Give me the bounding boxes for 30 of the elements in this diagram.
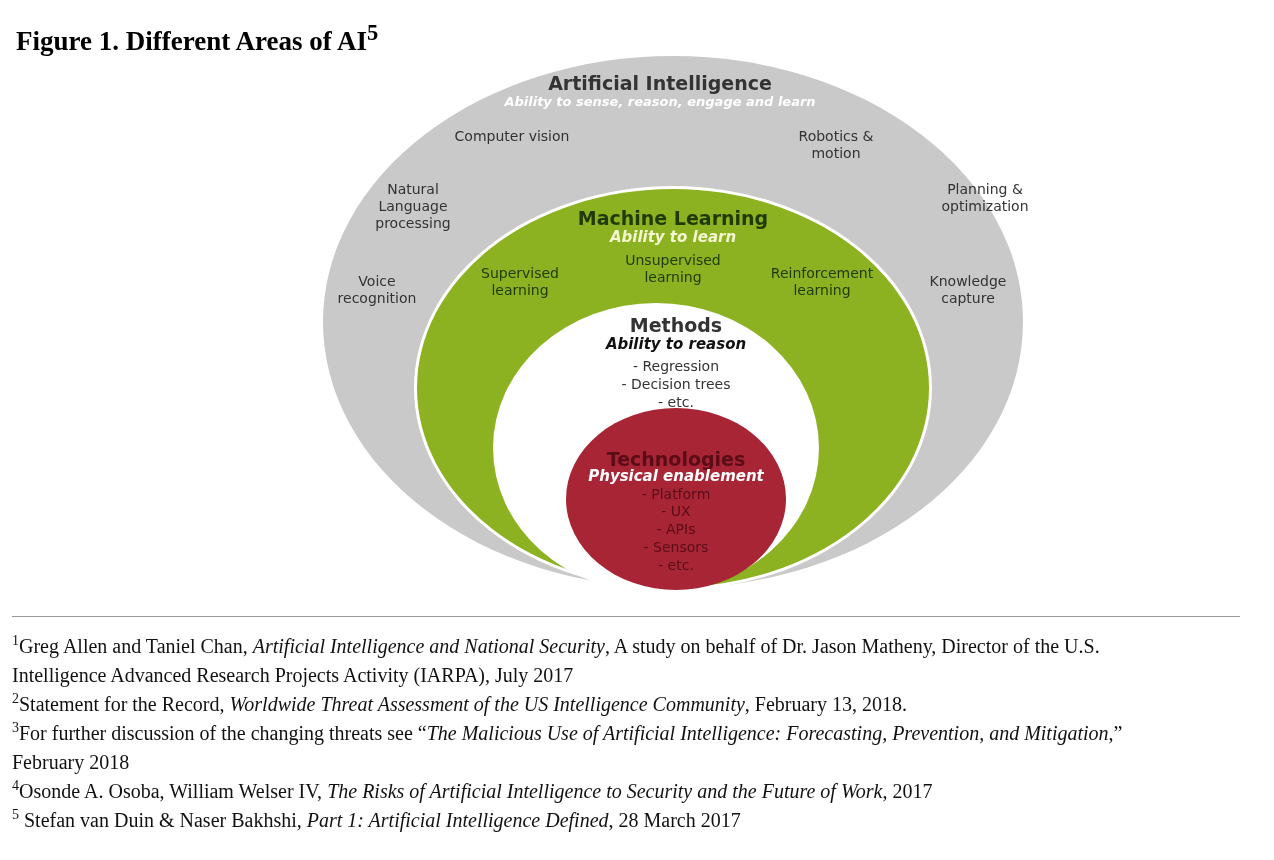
area-title: Methods [628, 314, 724, 336]
area-label: - UX [660, 503, 692, 520]
area-label: Reinforcement learning [769, 265, 875, 299]
footnote: $^{2}$Statement for the Record, Worldwide Threat Assessment of the US Intelligence Community, February 13, 2018. [12, 690, 909, 718]
footnote: $^{1}$Greg Allen and Taniel Chan, Artificial Intelligence and National Security, A study on behalf of Dr. Jason Matheny, Director of the U.S. Intelligence Advanced Research Projects Activity (IARPA), July 2017 [12, 632, 1101, 689]
area-label: Robotics & motion [797, 128, 875, 162]
area-title: Technologies [606, 448, 746, 470]
area-label: Voice recognition [336, 273, 418, 307]
area-label: Planning & optimization [940, 181, 1030, 215]
footnote: $^{5}$ Stefan van Duin & Naser Bakhshi, Part 1: Artificial Intelligence Defined, 28 March 2017 [12, 806, 742, 834]
area-subtitle: Ability to learn [608, 229, 737, 246]
footnote: $^{3}$For further discussion of the changing threats see “The Malicious Use of Artificial Intelligence: Forecasting, Prevention, and Mitigation,” February 2018 [12, 719, 1124, 776]
area-label: - etc. [657, 394, 695, 411]
area-subtitle: Ability to reason [604, 336, 748, 353]
area-subtitle: Physical enablement [587, 468, 765, 485]
area-label: - Decision trees [620, 376, 732, 393]
area-label: - Regression [631, 358, 721, 375]
area-label: Knowledge capture [928, 273, 1008, 307]
area-label: - APIs [655, 521, 697, 538]
area-label: Supervised learning [480, 265, 560, 299]
area-label: Natural Language processing [374, 181, 452, 232]
area-label: - etc. [657, 557, 695, 574]
area-label: - Sensors [642, 539, 710, 556]
area-label: Unsupervised learning [624, 252, 722, 286]
footnote: $^{4}$Osonde A. Osoba, William Welser IV, The Risks of Artificial Intelligence to Security and the Future of Work, 2017 [12, 777, 934, 805]
figure-title: Figure 1. Different Areas of AI$^{5}$ [16, 20, 379, 57]
area-title: Machine Learning [576, 207, 770, 229]
area-title: Artificial Intelligence [547, 72, 773, 94]
area-label: - Platform [640, 486, 712, 503]
area-label: Computer vision [453, 128, 571, 145]
